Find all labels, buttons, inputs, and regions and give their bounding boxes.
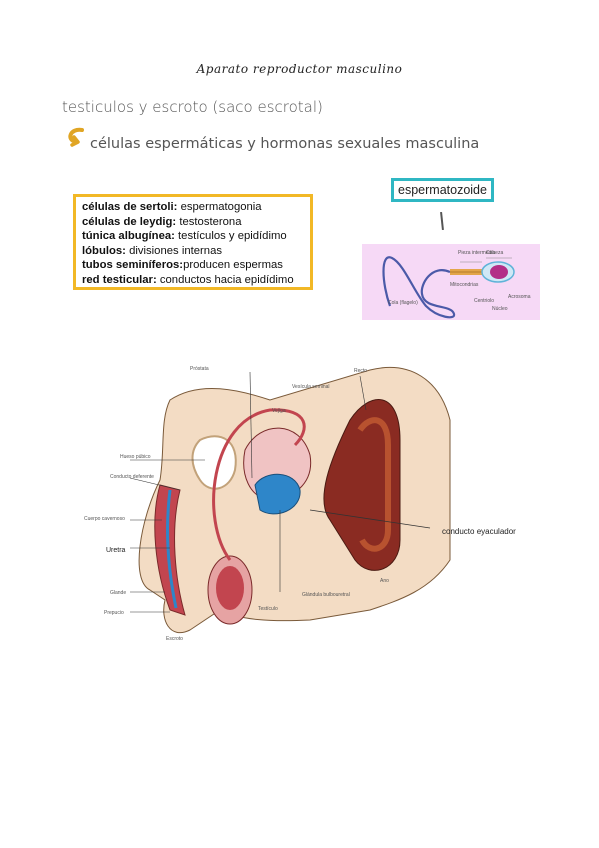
tail-label: Cola (flagelo) (388, 300, 418, 306)
label-uretra: Uretra (106, 547, 126, 554)
curved-arrow-icon (68, 127, 84, 147)
male-reproductive-anatomy-illustration: Próstata Recto Vesícula seminal Vejiga H… (84, 366, 516, 642)
centriole-label: Centriolo (474, 298, 494, 304)
label-prostata: Próstata (190, 366, 209, 372)
nucleus-label: Núcleo (492, 306, 508, 312)
connector-line (440, 211, 444, 231)
label-vesicula-seminal: Vesícula seminal (292, 384, 330, 390)
head-label: Cabeza (486, 250, 503, 256)
label-glandula-bulbouretral: Glándula bulbouretral (302, 592, 350, 598)
page-title: Aparato reproductor masculino (196, 62, 403, 76)
definition-row: células de sertoli: espermatogonia (82, 201, 262, 213)
cells-hormones-text: células espermáticas y hormonas sexuales… (90, 136, 480, 152)
label-prepucio: Prepucio (104, 610, 124, 616)
mitochondria-label: Mitocondrias (450, 282, 479, 288)
spermatozoon-diagram: Cabeza Pieza intermedia Mitocondrias Cen… (362, 244, 540, 320)
label-cuerpo-cavernoso: Cuerpo cavernoso (84, 516, 125, 522)
label-conducto-eyaculador: conducto eyaculador (442, 527, 516, 536)
midpiece-label: Pieza intermedia (458, 250, 495, 256)
acrosome-label: Acrosoma (508, 294, 531, 300)
definition-row: células de leydig: testosterona (82, 215, 242, 228)
label-testiculo: Testículo (258, 606, 278, 612)
label-hueso-pubico: Hueso púbico (120, 454, 151, 460)
definition-row: red testicular: conductos hacia epidídim… (82, 273, 294, 286)
spermatozoon-label: espermatozoide (391, 178, 494, 202)
testicles-scrotum-text: testiculos y escroto (saco escrotal) (62, 98, 323, 116)
label-escroto: Escroto (166, 636, 183, 642)
definition-row: tubos seminíferos:producen espermas (82, 259, 283, 271)
label-vejiga: Vejiga (272, 408, 286, 414)
label-ano: Ano (380, 578, 389, 584)
definitions-box: células de sertoli: espermatogonia célul… (73, 194, 313, 290)
definition-row: lóbulos: divisiones internas (82, 244, 223, 257)
label-recto: Recto (354, 368, 367, 374)
label-glande: Glande (110, 590, 126, 596)
definition-row: túnica albugínea: testículos y epidídimo (82, 230, 287, 242)
label-conducto-deferente: Conducto deferente (110, 474, 154, 480)
